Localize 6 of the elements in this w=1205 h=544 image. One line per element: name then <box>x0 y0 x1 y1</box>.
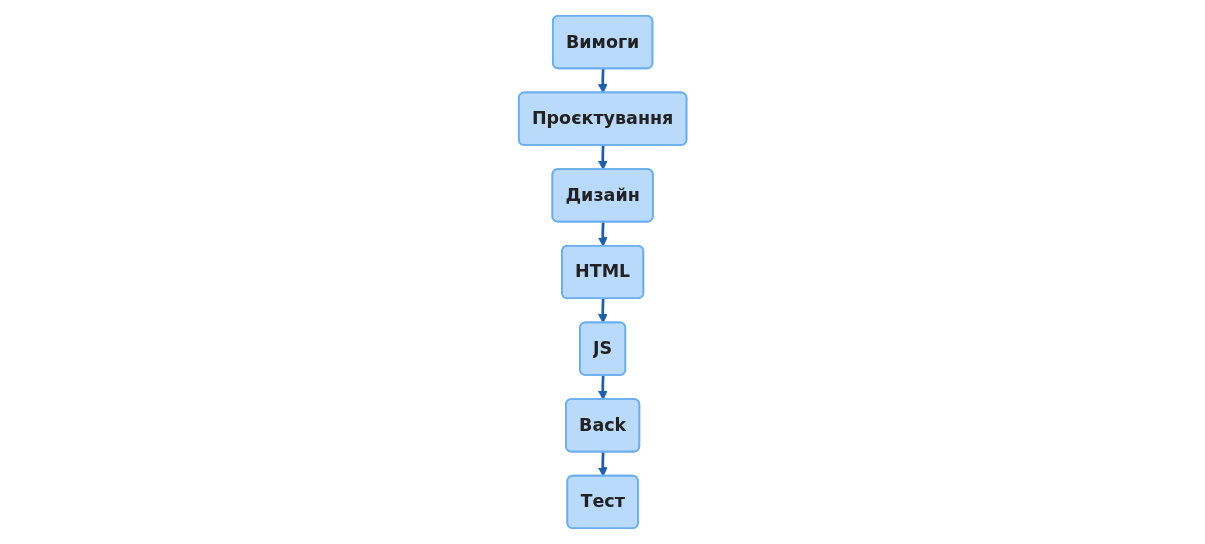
arrow <box>597 68 608 94</box>
arrow <box>597 375 608 400</box>
arrow <box>597 452 608 477</box>
arrow <box>597 222 608 247</box>
arrow <box>597 145 608 171</box>
arrow <box>597 298 608 324</box>
